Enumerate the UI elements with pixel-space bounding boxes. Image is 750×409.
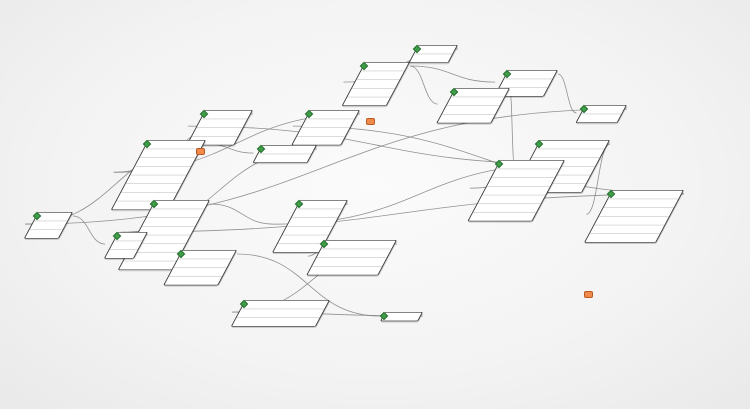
node-row	[151, 200, 209, 210]
node-row	[141, 217, 200, 227]
node-row	[496, 160, 564, 170]
edge-n7-n9	[187, 125, 566, 165]
node-row	[451, 88, 509, 98]
node-row	[196, 119, 248, 128]
node-row	[482, 186, 550, 196]
node-row	[120, 184, 182, 193]
node-row	[410, 54, 452, 62]
node-row	[236, 309, 325, 318]
edge-n4-n6	[509, 91, 515, 165]
node-row	[139, 149, 201, 158]
node-row	[585, 234, 659, 242]
node-row	[232, 318, 319, 326]
node-row	[594, 216, 669, 226]
node-row	[356, 71, 405, 80]
edge-n2-n4	[409, 65, 438, 105]
breakpoint-marker	[366, 118, 375, 125]
breakpoint-marker	[196, 148, 205, 155]
node-row	[296, 200, 347, 210]
node-row	[581, 105, 626, 115]
node-row	[486, 177, 555, 187]
node-row	[531, 149, 605, 158]
node-row	[438, 115, 495, 123]
node-row	[301, 119, 355, 128]
node-row	[311, 257, 387, 267]
edge-n11-n12	[205, 143, 254, 154]
node-row	[191, 127, 243, 137]
edge-n2-n3	[409, 65, 496, 83]
node-row	[165, 277, 222, 285]
node-row	[258, 145, 316, 155]
node-row	[469, 213, 536, 221]
node-row	[441, 105, 500, 115]
node-row	[577, 114, 621, 122]
node-row	[347, 88, 395, 98]
node-row	[316, 249, 392, 258]
node-row	[254, 154, 311, 162]
node-row	[598, 207, 674, 217]
edge-n17-n19	[236, 253, 381, 317]
node-row	[201, 110, 252, 120]
node-row	[589, 225, 665, 235]
node-row	[168, 267, 227, 277]
node-row	[109, 241, 143, 250]
node-row	[306, 110, 359, 120]
edge-n13-n15	[72, 215, 106, 245]
node-row	[134, 157, 196, 167]
edge-n8-n14	[120, 193, 685, 233]
node-row	[603, 199, 679, 208]
node-row	[343, 97, 390, 105]
edge-n14-n16	[209, 203, 275, 225]
node-row	[130, 166, 191, 176]
node-row	[477, 195, 546, 205]
node-row	[178, 250, 236, 260]
node-row	[504, 70, 557, 80]
node-row	[446, 97, 505, 106]
node-row	[293, 137, 345, 145]
node-row	[286, 217, 338, 227]
node-row	[273, 244, 323, 252]
node-row	[291, 209, 343, 218]
node-row	[499, 79, 553, 88]
node-row	[308, 267, 382, 275]
node-row	[25, 230, 62, 238]
node-row	[146, 209, 205, 218]
edge-n5-n13	[25, 108, 628, 225]
node-row	[125, 175, 187, 185]
node-row	[29, 221, 68, 230]
node-row	[241, 300, 329, 310]
node-row	[414, 45, 457, 55]
node-row	[608, 190, 683, 200]
node-row	[491, 169, 560, 178]
node-row	[351, 79, 400, 89]
node-row	[173, 259, 232, 268]
node-row	[296, 127, 350, 137]
node-row	[282, 226, 333, 236]
node-row	[536, 140, 609, 150]
node-row	[361, 62, 409, 72]
node-row	[472, 204, 541, 213]
edge-n3-n5	[557, 73, 577, 114]
breakpoint-marker	[584, 291, 593, 298]
node-row	[105, 250, 137, 258]
node-row	[321, 240, 396, 250]
node-row	[119, 261, 176, 269]
